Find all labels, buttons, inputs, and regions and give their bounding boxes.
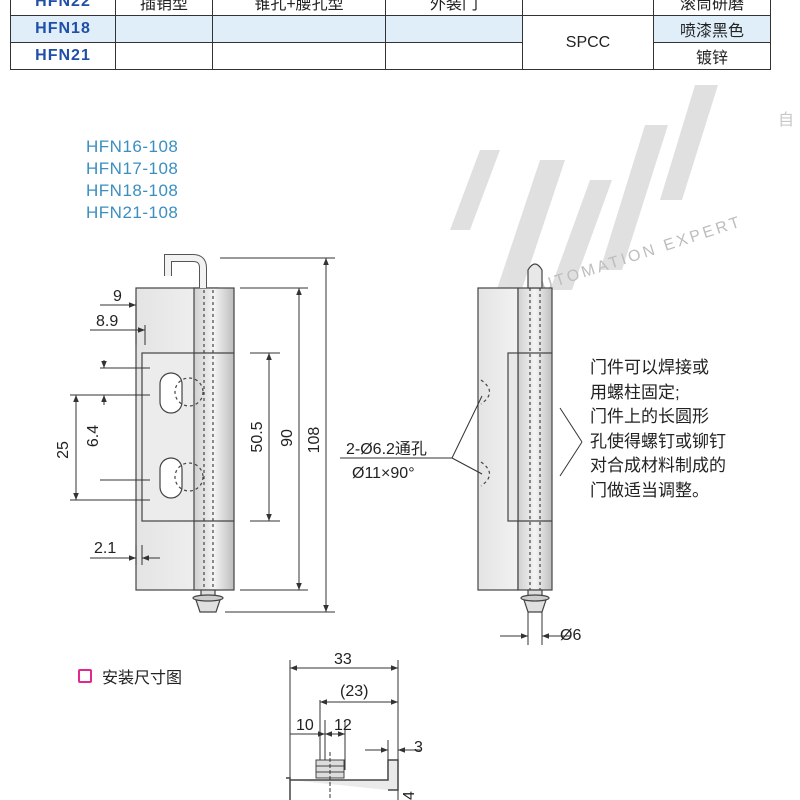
note-line: 用螺柱固定; xyxy=(590,382,680,402)
countersink-hidden xyxy=(174,377,204,407)
material-cell: SPCC xyxy=(522,15,654,70)
dim-4: 4 xyxy=(401,791,418,800)
model-list-item: HFN16-108 xyxy=(86,137,179,156)
pin-head xyxy=(195,599,221,613)
note-line: 孔使得螺钉或铆钉 xyxy=(590,431,726,451)
front-dimensions xyxy=(70,257,335,613)
model-cell: HFN21 xyxy=(10,42,116,70)
note-line: 门件上的长圆形 xyxy=(590,407,709,427)
pin-hook-outline xyxy=(164,254,207,288)
slot-hole xyxy=(159,372,183,414)
spec-table: HFN22 插销型 锥孔+腰孔型 外装门 滚筒研磨 HFN18 SPCC 喷漆黑… xyxy=(10,0,771,70)
model-list-item: HFN21-108 xyxy=(86,203,179,222)
dim-33: 33 xyxy=(334,651,352,668)
washer xyxy=(192,594,224,602)
door-type-cell xyxy=(385,42,523,70)
side-pin-head xyxy=(523,599,547,613)
note-line: 门件可以焊接或 xyxy=(590,358,709,377)
dim-23: (23) xyxy=(340,683,368,700)
dim-25: 25 xyxy=(55,441,72,459)
mounting-note: 门件可以焊接或 用螺柱固定; 门件上的长圆形 孔使得螺钉或铆钉 对合成材料制成的… xyxy=(590,356,726,504)
pin-hook xyxy=(165,255,206,288)
dim-3: 3 xyxy=(414,739,423,756)
side-leaf xyxy=(507,352,519,522)
dim-90: 90 xyxy=(279,429,296,447)
finish-cell: 镀锌 xyxy=(653,42,771,70)
countersink-spec: Ø11×90° xyxy=(352,465,415,482)
model-list-item: HFN18-108 xyxy=(86,181,179,200)
dim-108: 108 xyxy=(306,427,323,454)
install-drawing xyxy=(286,660,420,800)
finish-cell: 滚筒研磨 xyxy=(653,0,771,16)
note-line: 对合成材料制成的 xyxy=(590,456,726,476)
dim-2-1: 2.1 xyxy=(94,540,116,557)
dim-9: 9 xyxy=(113,288,122,305)
type-cell xyxy=(115,42,213,70)
dim-50-5: 50.5 xyxy=(249,421,266,452)
note-leader xyxy=(559,407,583,443)
countersink-hidden xyxy=(174,462,204,492)
install-legend: 安装尺寸图 xyxy=(78,664,182,688)
side-view xyxy=(477,263,553,613)
side-washer xyxy=(520,594,550,602)
side-dimension-labels: 2-Ø6.2通孔 Ø11×90° Ø6 xyxy=(346,440,581,644)
model-list-item: HFN17-108 xyxy=(86,159,179,178)
hole-type-cell: 锥孔+腰孔型 xyxy=(212,0,386,16)
legend-label: 安装尺寸图 xyxy=(102,670,183,687)
side-dimensions xyxy=(340,395,583,645)
legend-marker xyxy=(78,669,92,683)
model-list: HFN16-108 HFN17-108 HFN18-108 HFN21-108 xyxy=(86,136,178,224)
dim-10: 10 xyxy=(296,717,314,734)
spec-table-strip: HFN22 插销型 锥孔+腰孔型 外装门 滚筒研磨 HFN18 SPCC 喷漆黑… xyxy=(0,0,800,72)
table-row: HFN18 SPCC 喷漆黑色 xyxy=(10,15,771,70)
side-barrel xyxy=(517,287,553,591)
table-row: HFN21 镀锌 xyxy=(10,42,771,70)
note-leader xyxy=(559,441,583,477)
note-line: 门做适当调整。 xyxy=(590,480,709,500)
nut xyxy=(315,759,345,779)
hole-spec: 2-Ø6.2通孔 xyxy=(346,440,427,458)
dim-d6: Ø6 xyxy=(560,627,581,644)
hole-leader xyxy=(451,395,483,459)
side-pin-top xyxy=(527,263,543,289)
dim-6-4: 6.4 xyxy=(85,425,102,447)
dim-12: 12 xyxy=(334,717,352,734)
finish-cell: 喷漆黑色 xyxy=(653,15,771,43)
front-view xyxy=(135,254,235,613)
hole-leader xyxy=(451,457,483,475)
dim-8-9: 8.9 xyxy=(96,313,118,330)
install-dimension-labels: 33 (23) 10 12 3 4 xyxy=(296,651,423,800)
front-dimension-labels: 9 8.9 25 6.4 50.5 90 108 2.1 xyxy=(55,288,323,557)
model-cell: HFN18 xyxy=(10,15,116,43)
type-cell xyxy=(115,15,213,43)
slot-hole xyxy=(159,457,183,499)
hinge-barrel xyxy=(193,287,235,591)
